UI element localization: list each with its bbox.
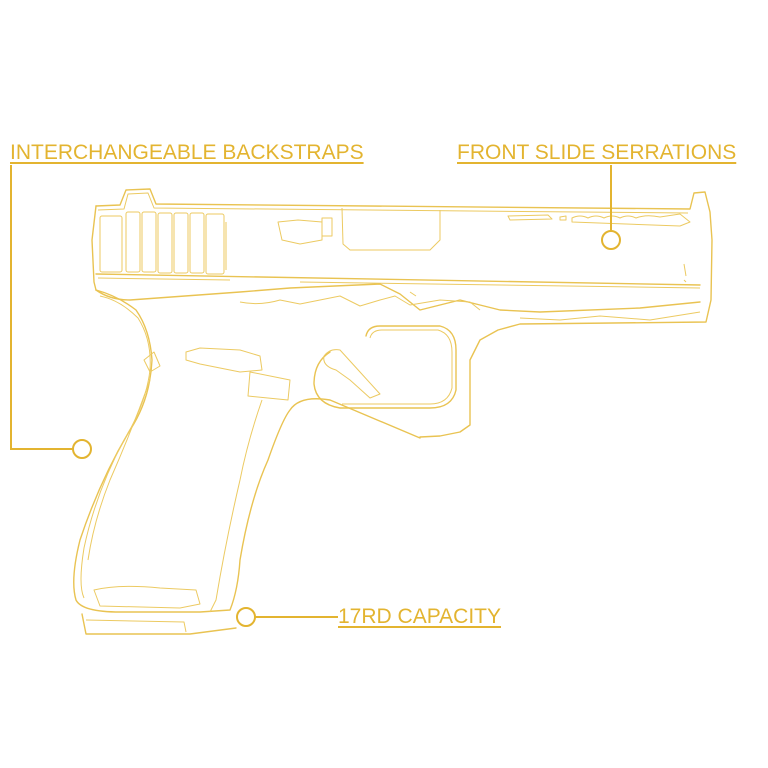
callout-label-capacity[interactable]: 17RD CAPACITY	[338, 605, 501, 628]
callout-backstraps-leader	[10, 165, 92, 459]
callout-label-serrations[interactable]: FRONT SLIDE SERRATIONS	[457, 141, 737, 164]
callout-serrations-leader	[601, 165, 621, 250]
callout-capacity-leader	[236, 607, 338, 627]
pistol-outline	[73, 188, 713, 635]
callout-label-backstraps[interactable]: INTERCHANGEABLE BACKSTRAPS	[10, 141, 364, 164]
